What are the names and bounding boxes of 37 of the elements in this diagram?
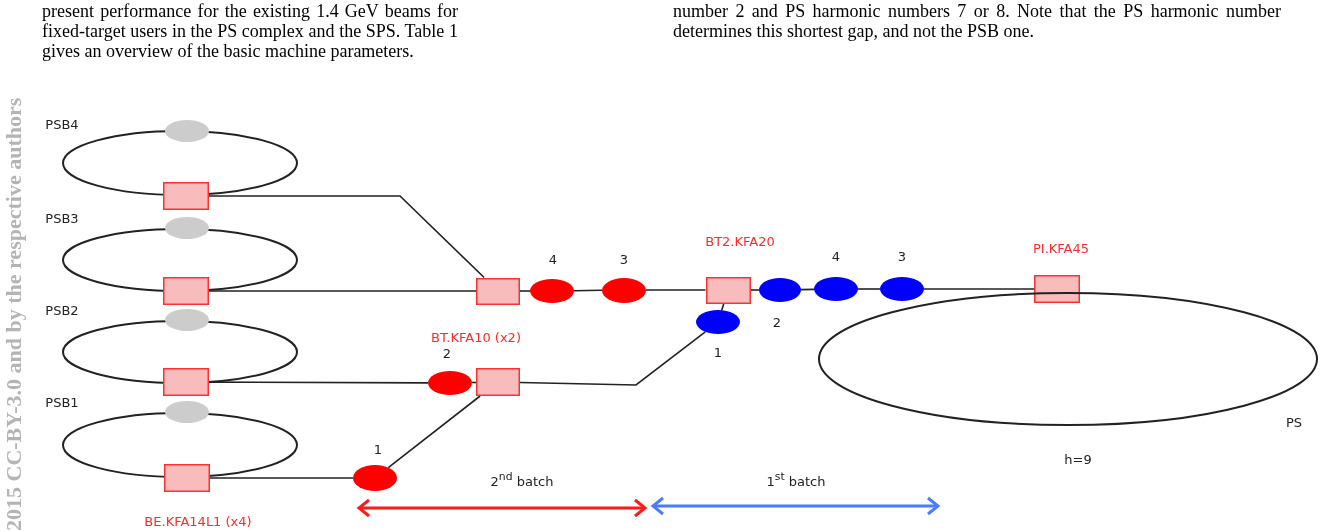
ring-label: PSB1: [45, 394, 79, 410]
beam-line: [923, 288, 1035, 290]
bunch-number: 3: [619, 251, 629, 267]
beam-line: [208, 290, 477, 292]
beam-line: [720, 302, 725, 311]
kicker-label: BT2.KFA20: [705, 233, 775, 249]
bunch-number: 4: [831, 248, 841, 264]
bunch-number: 1: [713, 344, 723, 360]
beam-line: [209, 477, 354, 479]
beam-line: [387, 395, 481, 469]
license-text: 2015 CC-BY-3.0 and by the respective authors: [2, 97, 26, 531]
batch-label: 1$^{st}$ batch: [766, 469, 826, 489]
beam-line: [519, 331, 707, 386]
kicker-label: BE.KFA14L1 (x4): [144, 513, 252, 529]
kicker-label: BT.KFA10 (x2): [431, 329, 521, 345]
bunch-number: 4: [548, 251, 558, 267]
beam-line: [645, 289, 707, 291]
beam-line: [857, 288, 881, 290]
beam-line: [749, 289, 760, 291]
beam-line: [573, 289, 603, 292]
body-text: present performance for the existing 1.4 GeV beams for fixed-target users in the PS complex and the SPS. Table 1 gives an overview of the basic machine parameters.: [42, 1, 458, 61]
batch-label: 2$^{nd}$ batch: [490, 469, 554, 489]
bunch-number: 3: [897, 248, 907, 264]
bunch-number: 1: [373, 441, 383, 457]
beam-line: [519, 290, 531, 292]
ring-label: PSB2: [45, 302, 79, 318]
ring-label: PSB3: [45, 210, 79, 226]
kicker-label: PI.KFA45: [1032, 240, 1090, 256]
bunch-number: 2: [772, 314, 782, 330]
ring-label: PSB4: [45, 116, 79, 132]
bunch-number: 2: [442, 345, 452, 361]
body-text: number 2 and PS harmonic numbers 7 or 8. Note that the PS harmonic number determines this shortest gap, and not the PSB one.: [673, 1, 1281, 41]
harmonic-label: h=9: [1064, 451, 1092, 467]
beam-line: [800, 288, 815, 291]
ring-label: PS: [1285, 414, 1303, 430]
beam-line: [208, 195, 485, 279]
beam-line: [471, 381, 477, 384]
